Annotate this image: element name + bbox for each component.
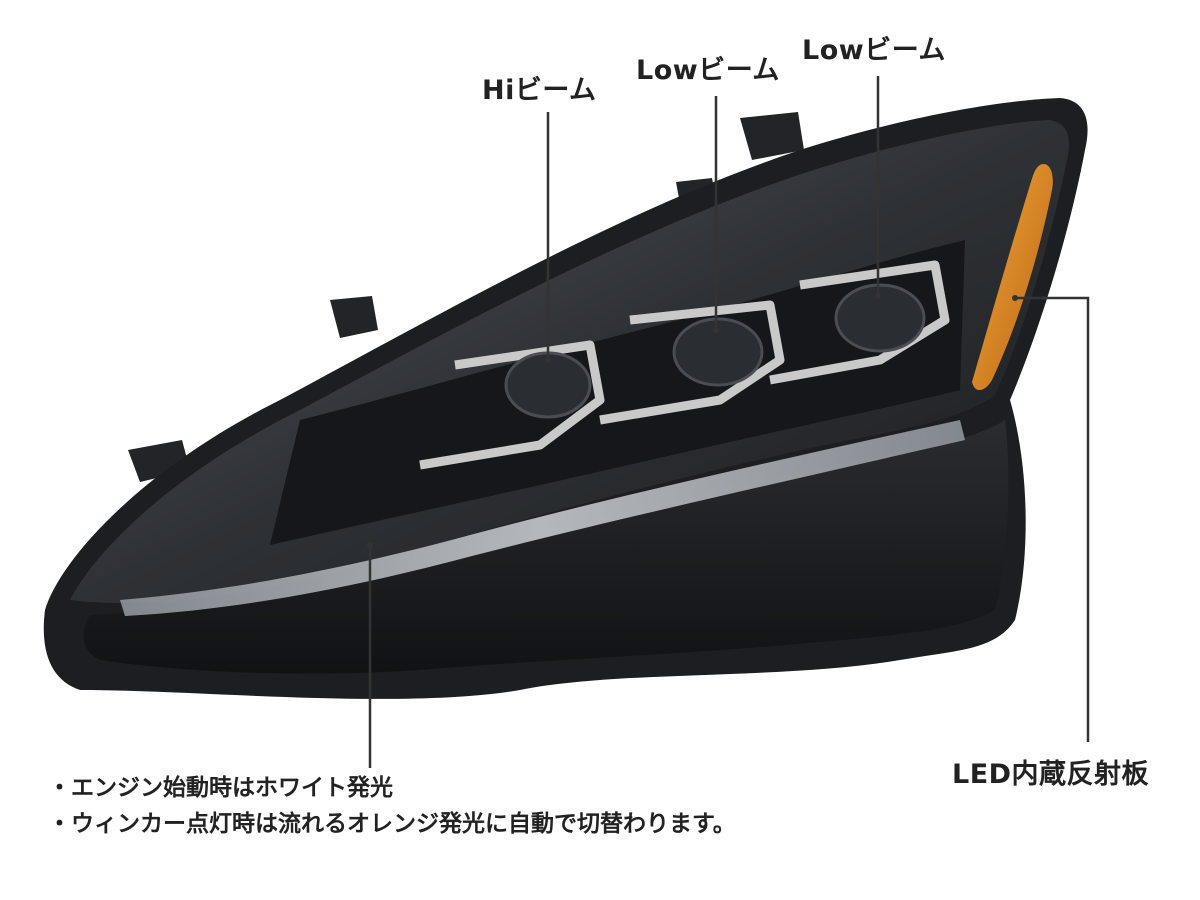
drl-led-strip bbox=[120, 420, 965, 616]
callout-lines bbox=[368, 76, 1090, 768]
note-line-1: ・エンジン始動時はホワイト発光 bbox=[48, 775, 393, 801]
callout-dots bbox=[367, 293, 1018, 548]
callout-low-beam-1: Lowビーム bbox=[636, 55, 780, 86]
feature-notes: ・エンジン始動時はホワイト発光 ・ウィンカー点灯時は流れるオレンジ発光に自動で切… bbox=[48, 770, 948, 842]
amber-reflector bbox=[972, 164, 1053, 391]
lower-housing bbox=[83, 420, 1009, 674]
projector-cavity bbox=[270, 240, 965, 545]
note-line-2: ・ウィンカー点灯時は流れるオレンジ発光に自動で切替わります。 bbox=[48, 811, 736, 837]
callout-led-reflector: LED内蔵反射板 bbox=[952, 759, 1150, 790]
callout-hi-beam: Hiビーム bbox=[482, 75, 597, 106]
callout-low-beam-2: Lowビーム bbox=[802, 35, 946, 66]
